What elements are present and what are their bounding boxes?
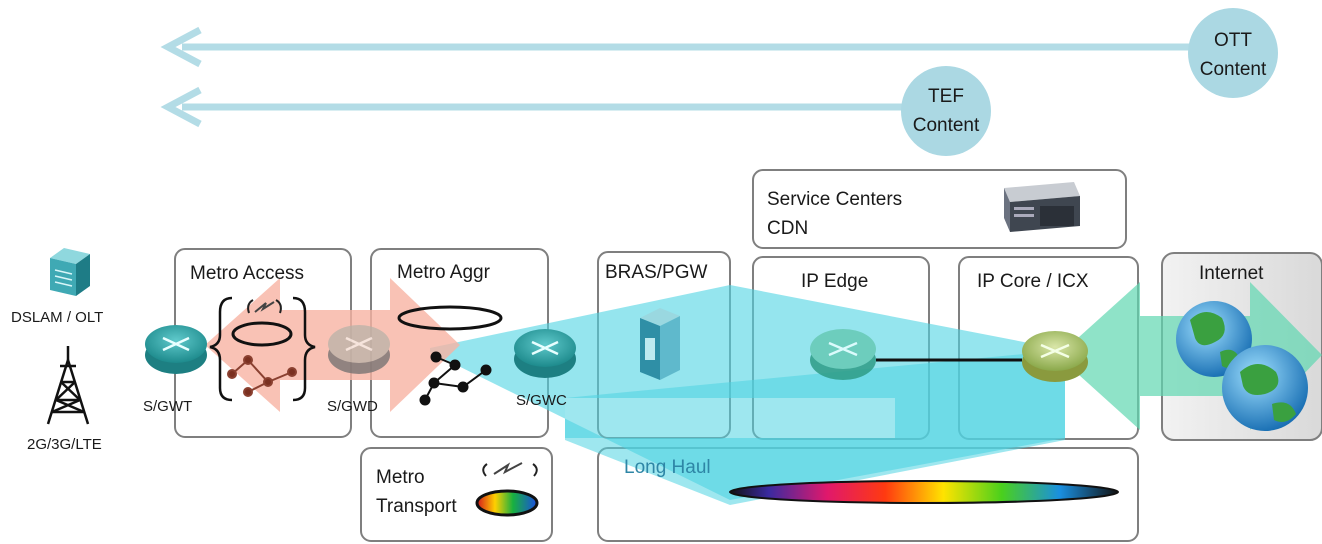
tef-content-circle: [901, 66, 991, 156]
spectrum-icon: [475, 489, 539, 517]
aggr-mesh-icon: [419, 351, 492, 406]
router-icon: [145, 325, 207, 374]
router-icon: [328, 325, 390, 374]
ip-core-label: IP Core / ICX: [977, 271, 1089, 292]
lightning-icon: [482, 462, 538, 477]
bras-icon: [640, 308, 680, 380]
metro-aggr-label: Metro Aggr: [397, 262, 490, 283]
left-bracket: [209, 296, 233, 402]
ott-content-circle: [1188, 8, 1278, 98]
sgwd-label: S/GWD: [327, 398, 378, 415]
metro-access-label: Metro Access: [190, 263, 305, 284]
lightning-icon: [247, 299, 282, 314]
dslam-label: DSLAM / OLT: [11, 309, 104, 326]
ip-edge-label: IP Edge: [801, 271, 869, 292]
mobile-label: 2G/3G/LTE: [27, 436, 102, 453]
access-mesh-icon: [227, 355, 297, 397]
cell-tower-icon: [46, 346, 90, 425]
globe-icon: [1222, 345, 1308, 431]
access-ring-icon: [231, 321, 293, 347]
bras-pgw-label: BRAS/PGW: [605, 262, 708, 283]
tef-flow-arrow: [160, 86, 905, 128]
router-icon: [1022, 331, 1088, 382]
globe-icon: [1176, 301, 1252, 377]
dslam-icon: [50, 248, 90, 296]
ott-flow-arrow: [160, 26, 1195, 68]
aggr-ring-icon: [397, 305, 503, 331]
router-icon: [810, 329, 876, 380]
sgwt-label: S/GWT: [143, 398, 193, 415]
long-haul-label: Long Haul: [624, 457, 711, 478]
internet-label: Internet: [1199, 263, 1264, 284]
long-haul-spectrum: [729, 480, 1119, 504]
right-bracket: [292, 296, 316, 402]
server-icon: [1004, 182, 1080, 232]
sgwc-label: S/GWC: [516, 392, 567, 409]
router-icon: [514, 329, 576, 378]
